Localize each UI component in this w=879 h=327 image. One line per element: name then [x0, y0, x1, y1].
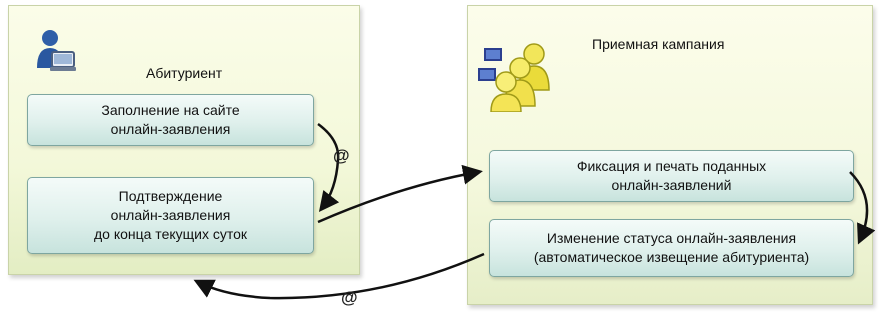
arrow-fill-to-confirm [317, 122, 340, 212]
step-register-print-label: Фиксация и печать поданных онлайн-заявле… [576, 158, 767, 193]
applicant-title: Абитуриент [146, 65, 223, 81]
step-status-change-label: Изменение статуса онлайн-заявления (авто… [533, 230, 810, 265]
admission-title: Приемная кампания [592, 36, 725, 52]
users-group-icon [478, 43, 550, 112]
email-at-icon: @ [333, 146, 350, 165]
step-fill-application: Заполнение на сайте онлайн-заявления [27, 94, 314, 146]
arrow-confirm-to-register [317, 164, 483, 224]
step-register-print: Фиксация и печать поданных онлайн-заявле… [489, 150, 854, 202]
user-computer-icon [37, 30, 76, 71]
arrow-register-to-status [849, 171, 876, 245]
step-confirm-application-label: Подтверждение онлайн-заявления до конца … [93, 188, 248, 242]
step-confirm-application: Подтверждение онлайн-заявления до конца … [27, 177, 314, 254]
step-status-change: Изменение статуса онлайн-заявления (авто… [489, 219, 854, 277]
step-fill-application-label: Заполнение на сайте онлайн-заявления [101, 102, 240, 137]
arrow-status-to-applicant [193, 252, 485, 300]
email-at-icon: @ [341, 288, 358, 307]
